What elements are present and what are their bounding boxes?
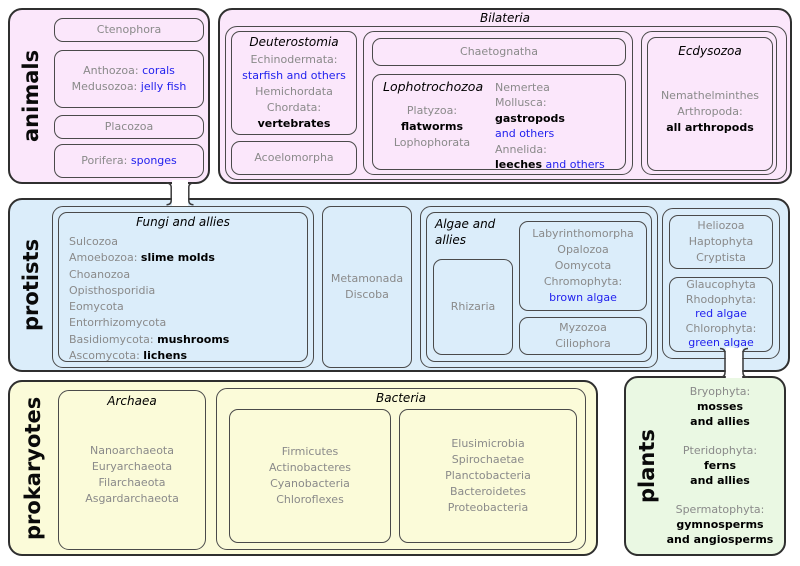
box-rhizaria: Rhizaria [433,259,513,355]
region-bilateria: Bilateria Deuterostomia Echinodermata:st… [218,8,792,184]
box-porifera: Porifera: sponges [54,144,204,178]
archaea-title: Archaea [107,394,157,408]
algae-title-line2: allies [435,233,466,247]
protists-label: protists [19,238,43,332]
group-chaetognatha-lophotrochozoa: Chaetognatha Lophotrochozoa Platyzoa:fla… [363,31,633,175]
deuterostomia-title: Deuterostomia [249,35,339,49]
lophotrochozoa-title: Lophotrochozoa [383,79,484,94]
box-placozoa: Placozoa [54,115,204,139]
bilateria-inner-container: Deuterostomia Echinodermata:starfish and… [225,26,787,180]
ecdysozoa-title: Ecdysozoa [678,44,742,58]
box-ctenophora: Ctenophora [54,18,204,42]
bilateria-title: Bilateria [480,11,530,25]
algae-title-line1: Algae and [435,217,496,231]
box-algae-and-allies: Algae and allies Rhizaria Labyrinthomorp… [426,212,652,362]
box-deuterostomia: Deuterostomia Echinodermata:starfish and… [231,31,357,135]
box-acoelomorpha: Acoelomorpha [231,141,357,175]
bacteria-title: Bacteria [376,391,426,405]
fungi-title: Fungi and allies [136,215,230,229]
prokaryotes-label: prokaryotes [21,396,45,540]
plants-label: plants [635,429,659,503]
animals-label: animals [19,49,43,143]
box-chaetognatha: Chaetognatha [372,38,626,66]
algae-container: Algae and allies Rhizaria Labyrinthomorp… [420,206,658,368]
